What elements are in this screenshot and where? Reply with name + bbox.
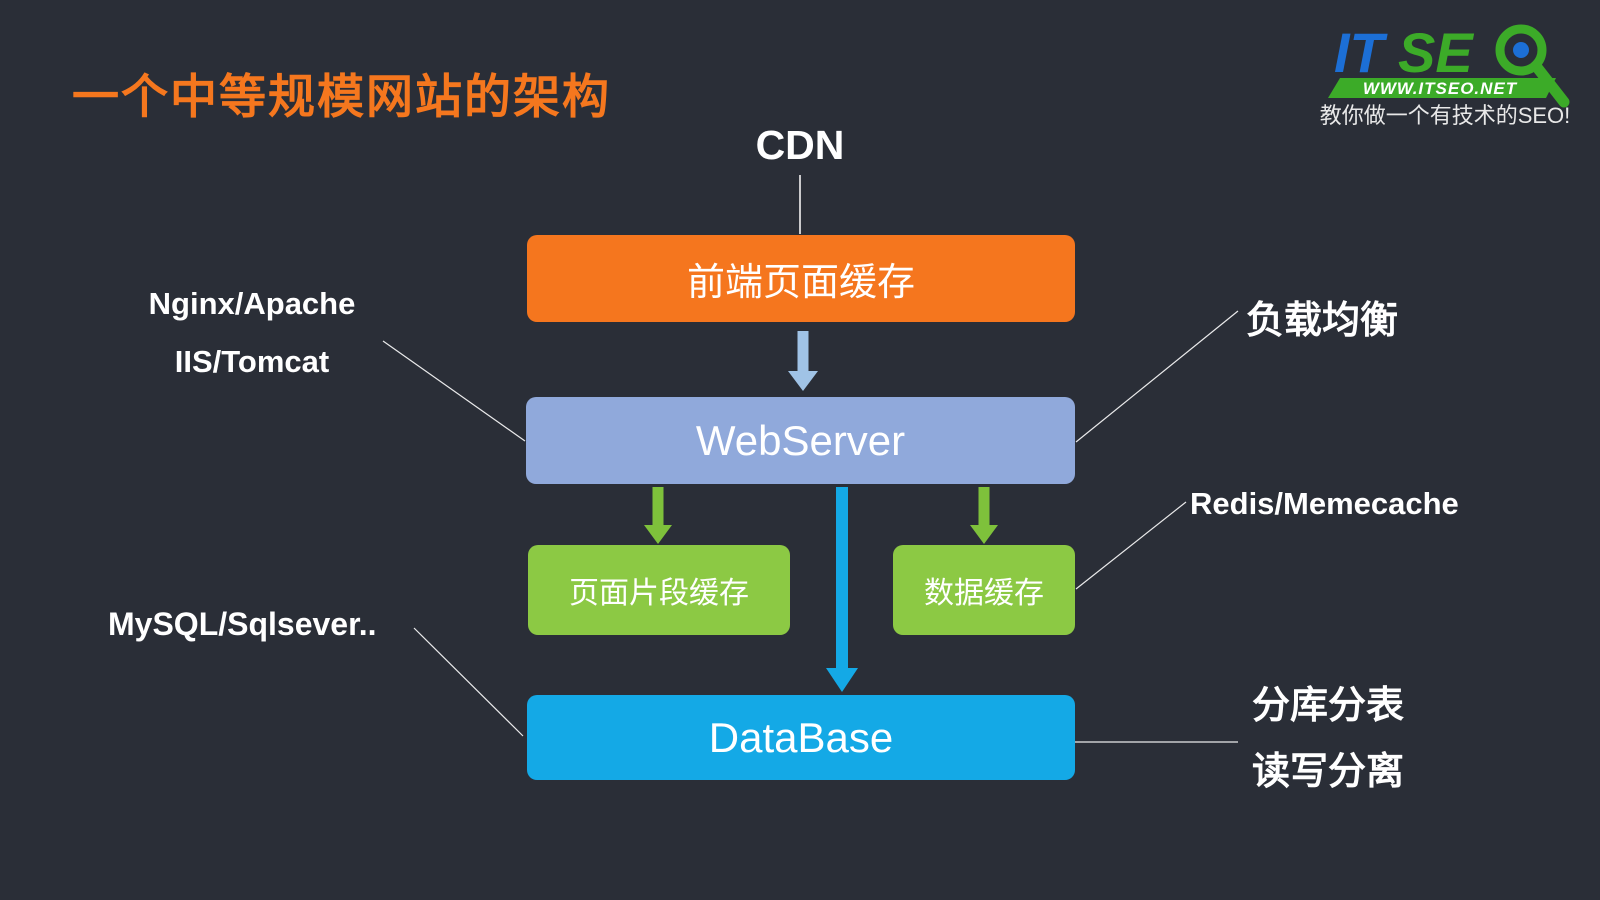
logo-tagline: 教你做一个有技术的SEO!: [1319, 103, 1571, 128]
leader-redis-to-data-cache: [1075, 501, 1187, 590]
arrow-webserver-to-fragment-cache: [644, 487, 672, 544]
page-title: 一个中等规模网站的架构: [72, 70, 611, 123]
arrow-webserver-to-database: [826, 487, 858, 692]
logo-site-url: WWW.ITSEO.NET: [1363, 79, 1518, 98]
node-page-fragment-cache: 页面片段缓存: [528, 545, 790, 635]
node-database-label: DataBase: [708, 713, 894, 761]
itseo-logo: IT SE WWW.ITSEO.NET 教你做一个有技术的SEO!: [1308, 20, 1580, 130]
annotation-webserver-left: Nginx/Apache IIS/Tomcat: [120, 286, 384, 380]
leader-loadbalance-to-webserver: [1075, 310, 1239, 443]
node-front-page-cache: 前端页面缓存: [527, 235, 1075, 322]
annotation-read-write-split: 读写分离: [1252, 751, 1405, 793]
magnifier-ring-icon: [1495, 24, 1547, 76]
annotation-redis-memecache: Redis/Memecache: [1190, 486, 1459, 521]
annotation-nginx-apache: Nginx/Apache: [148, 286, 356, 321]
node-front-page-cache-label: 前端页面缓存: [686, 262, 915, 304]
node-data-cache-label: 数据缓存: [924, 577, 1044, 610]
annotation-mysql-sqlserver: MySQL/Sqlsever..: [108, 606, 377, 642]
logo-text-se: SE: [1398, 21, 1474, 84]
leader-nginx-to-webserver: [382, 340, 526, 442]
magnifier-dot-icon: [1513, 42, 1529, 58]
node-data-cache: 数据缓存: [893, 545, 1075, 635]
arrow-webserver-to-data-cache: [970, 487, 998, 544]
node-page-fragment-cache-label: 页面片段缓存: [569, 577, 749, 610]
node-webserver-label: WebServer: [695, 416, 906, 464]
arrow-front-cache-to-webserver: [788, 331, 818, 391]
logo-text-it: IT: [1334, 21, 1389, 84]
node-webserver: WebServer: [526, 397, 1075, 484]
logo-banner: [1328, 78, 1556, 98]
itseo-logo-graphic: IT SE WWW.ITSEO.NET: [1328, 21, 1570, 108]
node-cdn-label: CDN: [755, 122, 845, 168]
annotation-sharding: 分库分表: [1252, 685, 1405, 727]
annotation-iis-tomcat: IIS/Tomcat: [174, 344, 330, 379]
leader-mysql-to-database: [413, 627, 524, 737]
node-database: DataBase: [527, 695, 1075, 780]
annotation-load-balancing: 负载均衡: [1246, 300, 1399, 342]
